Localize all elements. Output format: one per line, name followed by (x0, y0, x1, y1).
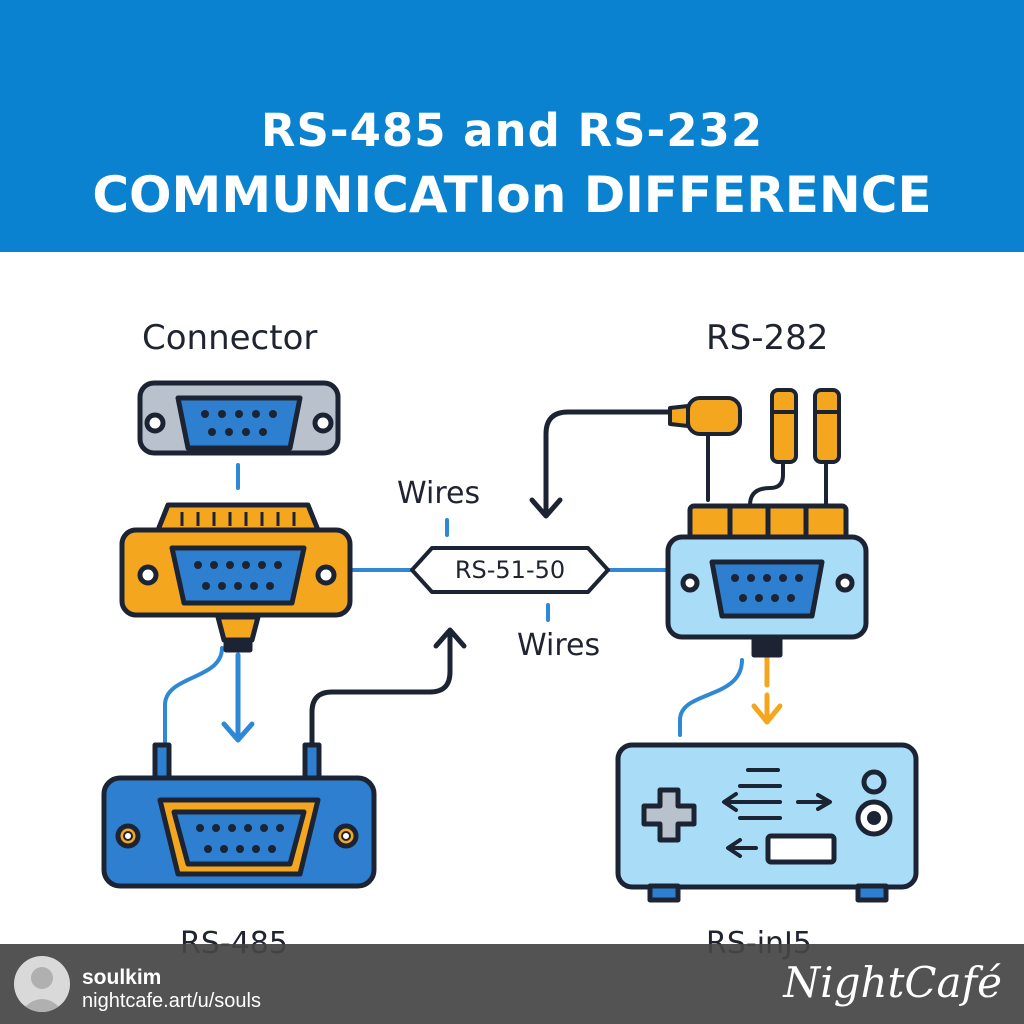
connector-label: Connector (142, 318, 318, 358)
wires-bottom-label: Wires (517, 628, 601, 663)
wire-plug-lines (706, 433, 828, 507)
header-banner: RS-485 and RS-232 COMMUNICATIon DIFFEREN… (0, 0, 1024, 252)
brand-logo[interactable]: NightCafé (783, 958, 1002, 1007)
center-label-box (410, 546, 610, 594)
arrow-down-blue (221, 652, 255, 743)
title-line-1: RS-485 and RS-232 (260, 104, 764, 157)
rs282-connector-icon (665, 503, 869, 658)
connector-icon (137, 380, 341, 456)
username[interactable]: soulkim (82, 966, 162, 989)
dpad-icon (641, 787, 697, 843)
wire-right-loop (529, 409, 675, 519)
plug-icons (668, 388, 841, 464)
user-avatar-icon[interactable] (14, 956, 70, 1012)
title-line-2: COMMUNICATIon DIFFERENCE (92, 166, 932, 224)
avatar-silhouette-icon (20, 967, 64, 1012)
rs-device-box-icon (615, 742, 919, 903)
left-db-connector-icon (119, 502, 353, 653)
rs282-label: RS-282 (706, 318, 829, 358)
arrow-down-orange (751, 652, 783, 725)
rs485-device-icon (101, 742, 377, 889)
footer-bar: soulkim nightcafe.art/u/souls NightCafé (0, 944, 1024, 1024)
wires-top-label: Wires (397, 476, 481, 511)
user-profile-link[interactable]: nightcafe.art/u/souls (82, 990, 261, 1012)
wire-bottom-to-box (309, 627, 467, 751)
wire-right-blue (678, 658, 744, 737)
center-box-label: RS-51-50 (454, 556, 566, 584)
connection-lines (163, 409, 828, 751)
wire-left-blue (163, 646, 224, 750)
